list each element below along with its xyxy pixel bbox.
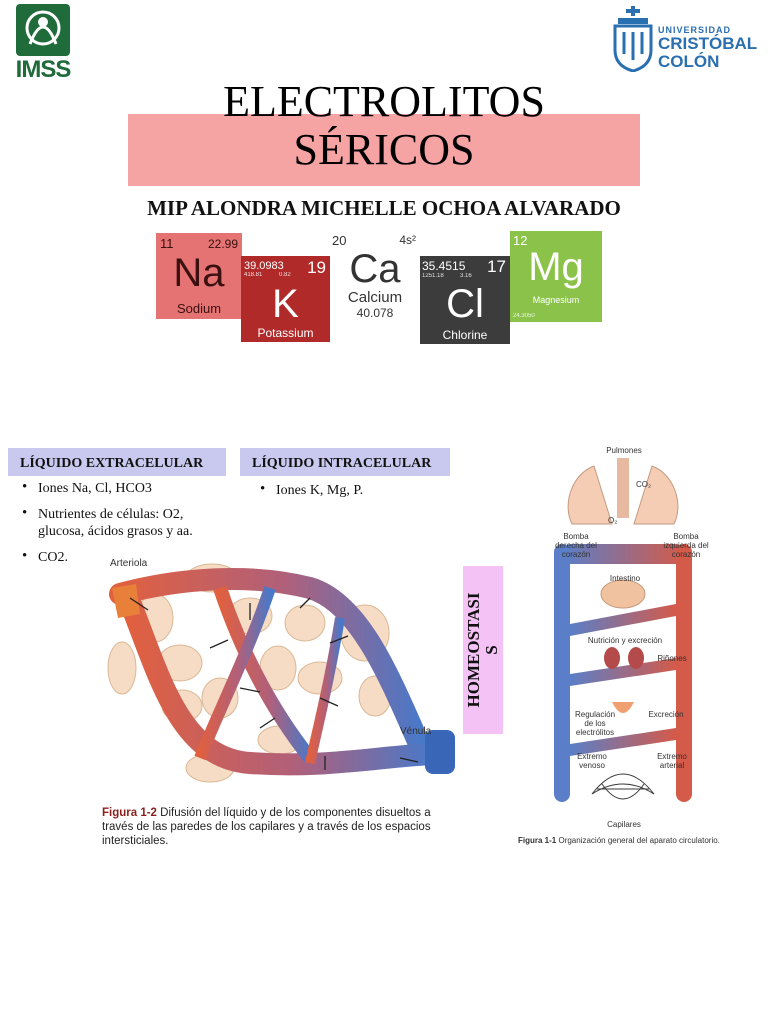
capillary-figure: Arteriola Vénula Figura 1-2 Difusión del… — [100, 558, 460, 858]
title-band — [128, 114, 640, 186]
extracellular-header: LÍQUIDO EXTRACELULAR — [8, 448, 226, 476]
university-name-1: CRISTÓBAL — [658, 34, 758, 53]
magnesium-symbol: Mg — [528, 245, 584, 289]
excretion-label: Excreción — [648, 710, 684, 719]
homeostasis-line-2: S — [482, 645, 501, 655]
nutrition-label: Nutrición y excreción — [587, 636, 663, 645]
magnesium-number: 12 — [513, 233, 528, 248]
calcium-config: 4s² — [399, 233, 416, 247]
sodium-mass: 22.99 — [207, 237, 238, 251]
calcium-symbol: Ca — [349, 247, 401, 291]
capillaries-label: Capilares — [607, 820, 641, 829]
potassium-name: Potassium — [257, 326, 314, 340]
circulation-caption: Figura 1-1 Organización general del apar… — [518, 836, 734, 845]
chlorine-name: Chlorine — [442, 328, 488, 342]
potassium-symbol: K — [272, 282, 299, 326]
calcium-mass: 40.078 — [356, 306, 394, 320]
chlorine-small-1: 1251.18 — [422, 273, 444, 279]
chlorine-number: 17 — [487, 257, 506, 276]
extracellular-list: Iones Na, Cl, HCO3 Nutrientes de células… — [18, 479, 233, 575]
circulation-caption-label: Figura 1-1 — [518, 836, 557, 845]
co2-label: CO₂ — [636, 480, 652, 489]
university-shield-icon — [613, 6, 653, 72]
arteriole-label: Arteriola — [110, 558, 148, 569]
author-name: MIP ALONDRA MICHELLE OCHOA ALVARADO — [147, 196, 621, 220]
circulation-diagram — [554, 458, 692, 802]
lungs-label: Pulmones — [606, 446, 642, 455]
circulation-figure: Pulmones O₂ CO₂ Bomba derecha del corazó… — [512, 444, 734, 852]
element-tile-calcium: 20 4s² Ca Calcium 40.078 — [330, 231, 420, 323]
intracellular-header: LÍQUIDO INTRACELULAR — [240, 448, 450, 476]
intestine-label: Intestino — [609, 574, 641, 583]
sodium-name: Sodium — [176, 301, 222, 316]
university-logo: UNIVERSIDAD CRISTÓBAL COLÓN — [612, 6, 768, 76]
magnesium-small: 24.3050 — [513, 313, 535, 319]
capillary-diagram — [107, 563, 455, 783]
magnesium-name: Magnesium — [532, 295, 580, 305]
kidneys-label: Riñones — [657, 654, 687, 663]
capillary-caption: Figura 1-2 Difusión del líquido y de los… — [102, 806, 452, 848]
homeostasis-line-1: HOMEOSTASI — [464, 592, 483, 708]
element-tile-chlorine: 35.4515 17 1251.18 3.16 Cl Chlorine — [420, 256, 510, 344]
list-item: Iones Na, Cl, HCO3 — [18, 479, 233, 497]
right-pump-label: Bomba derecha del corazón — [555, 532, 597, 559]
imss-wordmark: IMSS — [15, 56, 72, 83]
chlorine-symbol: Cl — [446, 282, 484, 326]
university-name-2: COLÓN — [658, 52, 720, 71]
venule-label: Vénula — [400, 726, 432, 737]
potassium-small-2: 0.82 — [279, 272, 291, 278]
o2-label: O₂ — [608, 516, 618, 525]
title-line-2: SÉRICOS — [293, 125, 475, 174]
homeostasis-label: HOMEOSTASI S — [464, 566, 501, 734]
title-line-1: ELECTROLITOS — [223, 77, 545, 126]
potassium-mass: 39.0983 — [244, 260, 284, 272]
arterial-end-label: Extremo arterial — [657, 752, 687, 770]
element-tile-potassium: 39.0983 19 418.81 0.82 K Potassium — [241, 256, 330, 342]
circulation-caption-text: Organización general del aparato circula… — [558, 836, 720, 845]
intracellular-list: Iones K, Mg, P. — [256, 481, 446, 508]
potassium-small-1: 418.81 — [244, 272, 263, 278]
imss-emblem-icon — [16, 4, 70, 56]
university-label: UNIVERSIDAD — [658, 25, 732, 35]
left-pump-label: Bomba izquierda del corazón — [663, 532, 709, 559]
element-tile-sodium: 11 22.99 Na Sodium — [156, 233, 242, 319]
list-item: CO2. — [18, 548, 233, 566]
sodium-number: 11 — [160, 236, 174, 251]
capillary-caption-label: Figura 1-2 — [102, 807, 157, 819]
list-item: Iones K, Mg, P. — [256, 481, 446, 499]
capillary-caption-text: Difusión del líquido y de los componente… — [102, 807, 431, 847]
venous-end-label: Extremo venoso — [577, 752, 607, 770]
element-tile-magnesium: 12 Mg Magnesium 24.3050 — [510, 231, 602, 322]
potassium-number: 19 — [307, 258, 326, 277]
list-item: Nutrientes de células: O2, glucosa, ácid… — [18, 505, 233, 540]
page-title: ELECTROLITOS SÉRICOS — [128, 78, 640, 174]
calcium-number: 20 — [332, 233, 347, 248]
sodium-symbol: Na — [173, 251, 225, 295]
regulation-label: Regulación de los electrólitos — [574, 710, 616, 737]
chlorine-small-2: 3.16 — [460, 273, 472, 279]
homeostasis-label-box: HOMEOSTASI S — [463, 566, 503, 734]
chlorine-mass: 35.4515 — [422, 259, 466, 273]
calcium-name: Calcium — [347, 289, 403, 306]
imss-logo: IMSS — [14, 4, 72, 83]
